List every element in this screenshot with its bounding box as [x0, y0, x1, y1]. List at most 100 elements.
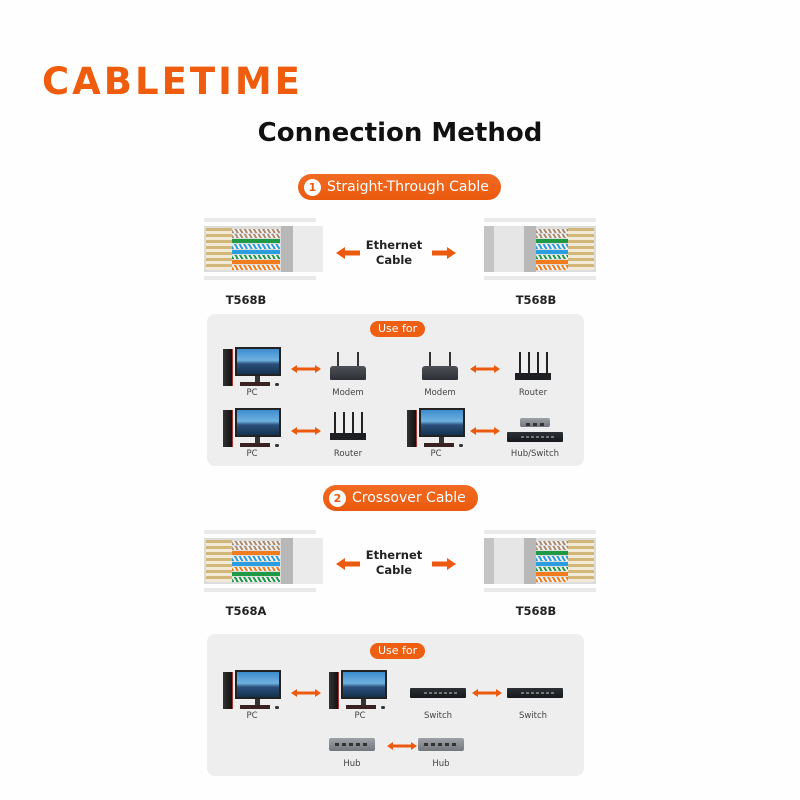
switch-icon	[507, 688, 563, 698]
wire-brown-stripe	[536, 545, 584, 550]
wire-blue	[536, 561, 584, 566]
wire-bundle	[536, 228, 584, 270]
device-label: PC	[354, 711, 366, 721]
standard-label-left: T568B	[225, 293, 267, 307]
double-arrow-icon	[470, 427, 500, 435]
pc-icon	[223, 347, 281, 389]
connector-right-t568b	[484, 218, 596, 280]
standard-label-left: T568A	[225, 604, 267, 618]
pc-icon	[329, 670, 387, 712]
connector-pins	[206, 228, 232, 270]
cabletime-logo: CABLETIME	[42, 60, 303, 103]
arrow-left-icon	[336, 246, 360, 259]
device-label: Modem	[424, 388, 456, 398]
device-label: PC	[246, 711, 258, 721]
wire-brown-stripe	[232, 540, 280, 545]
switch-icon	[507, 432, 563, 442]
wire-blue-stripe	[536, 244, 584, 249]
wire-orange-stripe	[536, 577, 584, 582]
arrow-right-icon	[432, 246, 456, 259]
connector-right-t568b	[484, 530, 596, 592]
use-for-panel-2: Use for PC PC Switch Switch Hub Hub	[207, 634, 584, 776]
device-label: Hub	[432, 759, 450, 769]
double-arrow-icon	[291, 365, 321, 373]
device-label: Switch	[423, 711, 453, 721]
wire-bundle	[232, 228, 280, 270]
double-arrow-icon	[472, 689, 502, 697]
connector-left-t568a	[204, 530, 323, 592]
wire-green	[232, 572, 280, 577]
router-icon	[515, 352, 551, 382]
wire-brown-stripe	[232, 545, 280, 550]
router-icon	[330, 412, 366, 442]
use-for-badge: Use for	[370, 321, 426, 337]
connector-pins	[568, 540, 594, 582]
section-2-header: 2 Crossover Cable	[323, 485, 478, 511]
wire-blue	[536, 249, 584, 254]
arrow-right-icon	[432, 557, 456, 570]
wire-brown-stripe	[232, 228, 280, 233]
hub-icon	[329, 738, 375, 751]
wire-brown-stripe	[536, 540, 584, 545]
pc-icon	[223, 670, 281, 712]
wire-orange-stripe	[232, 566, 280, 571]
switch-icon	[410, 688, 466, 698]
device-label: PC	[246, 449, 258, 459]
wire-blue	[232, 249, 280, 254]
wire-green	[536, 551, 584, 556]
pc-icon	[223, 408, 281, 450]
wire-brown-stripe	[536, 233, 584, 238]
wire-green-stripe	[536, 566, 584, 571]
pc-icon	[407, 408, 465, 450]
wire-orange	[536, 260, 584, 265]
connector-pins	[568, 228, 594, 270]
wire-orange	[536, 572, 584, 577]
wire-orange	[232, 260, 280, 265]
device-label: PC	[430, 449, 442, 459]
double-arrow-icon	[291, 689, 321, 697]
wire-brown-stripe	[536, 228, 584, 233]
standard-label-right: T568B	[515, 293, 557, 307]
page-title: Connection Method	[257, 118, 543, 148]
wire-brown-stripe	[232, 233, 280, 238]
wire-bundle	[536, 540, 584, 582]
wire-orange	[232, 551, 280, 556]
connector-pins	[206, 540, 232, 582]
modem-icon	[330, 352, 366, 382]
double-arrow-icon	[470, 365, 500, 373]
device-label: Modem	[332, 388, 364, 398]
connector-left-t568b	[204, 218, 323, 280]
wire-orange-stripe	[536, 265, 584, 270]
wire-blue-stripe	[232, 556, 280, 561]
double-arrow-icon	[291, 427, 321, 435]
use-for-panel-1: Use for PC Modem Modem Router PC Router …	[207, 314, 584, 466]
wire-bundle	[232, 540, 280, 582]
double-arrow-icon	[387, 742, 417, 750]
wire-green	[232, 239, 280, 244]
use-for-badge: Use for	[370, 643, 426, 659]
number-badge: 2	[329, 489, 346, 507]
wire-green-stripe	[232, 577, 280, 582]
device-label: Router	[333, 449, 363, 459]
section-title: Straight-Through Cable	[327, 179, 489, 195]
device-label: Hub/Switch	[510, 449, 560, 459]
wire-green-stripe	[232, 254, 280, 259]
number-badge: 1	[304, 178, 321, 196]
hub-icon	[418, 738, 464, 751]
hub-icon	[520, 418, 550, 427]
wire-green	[536, 239, 584, 244]
wire-green-stripe	[536, 254, 584, 259]
wire-blue-stripe	[536, 556, 584, 561]
cable-label: Ethernet Cable	[365, 548, 423, 577]
device-label: PC	[246, 388, 258, 398]
section-title: Crossover Cable	[352, 490, 466, 506]
standard-label-right: T568B	[515, 604, 557, 618]
wire-blue	[232, 561, 280, 566]
wire-blue-stripe	[232, 244, 280, 249]
device-label: Hub	[343, 759, 361, 769]
device-label: Switch	[518, 711, 548, 721]
modem-icon	[422, 352, 458, 382]
cable-label: Ethernet Cable	[365, 238, 423, 267]
wire-orange-stripe	[232, 265, 280, 270]
device-label: Router	[518, 388, 548, 398]
